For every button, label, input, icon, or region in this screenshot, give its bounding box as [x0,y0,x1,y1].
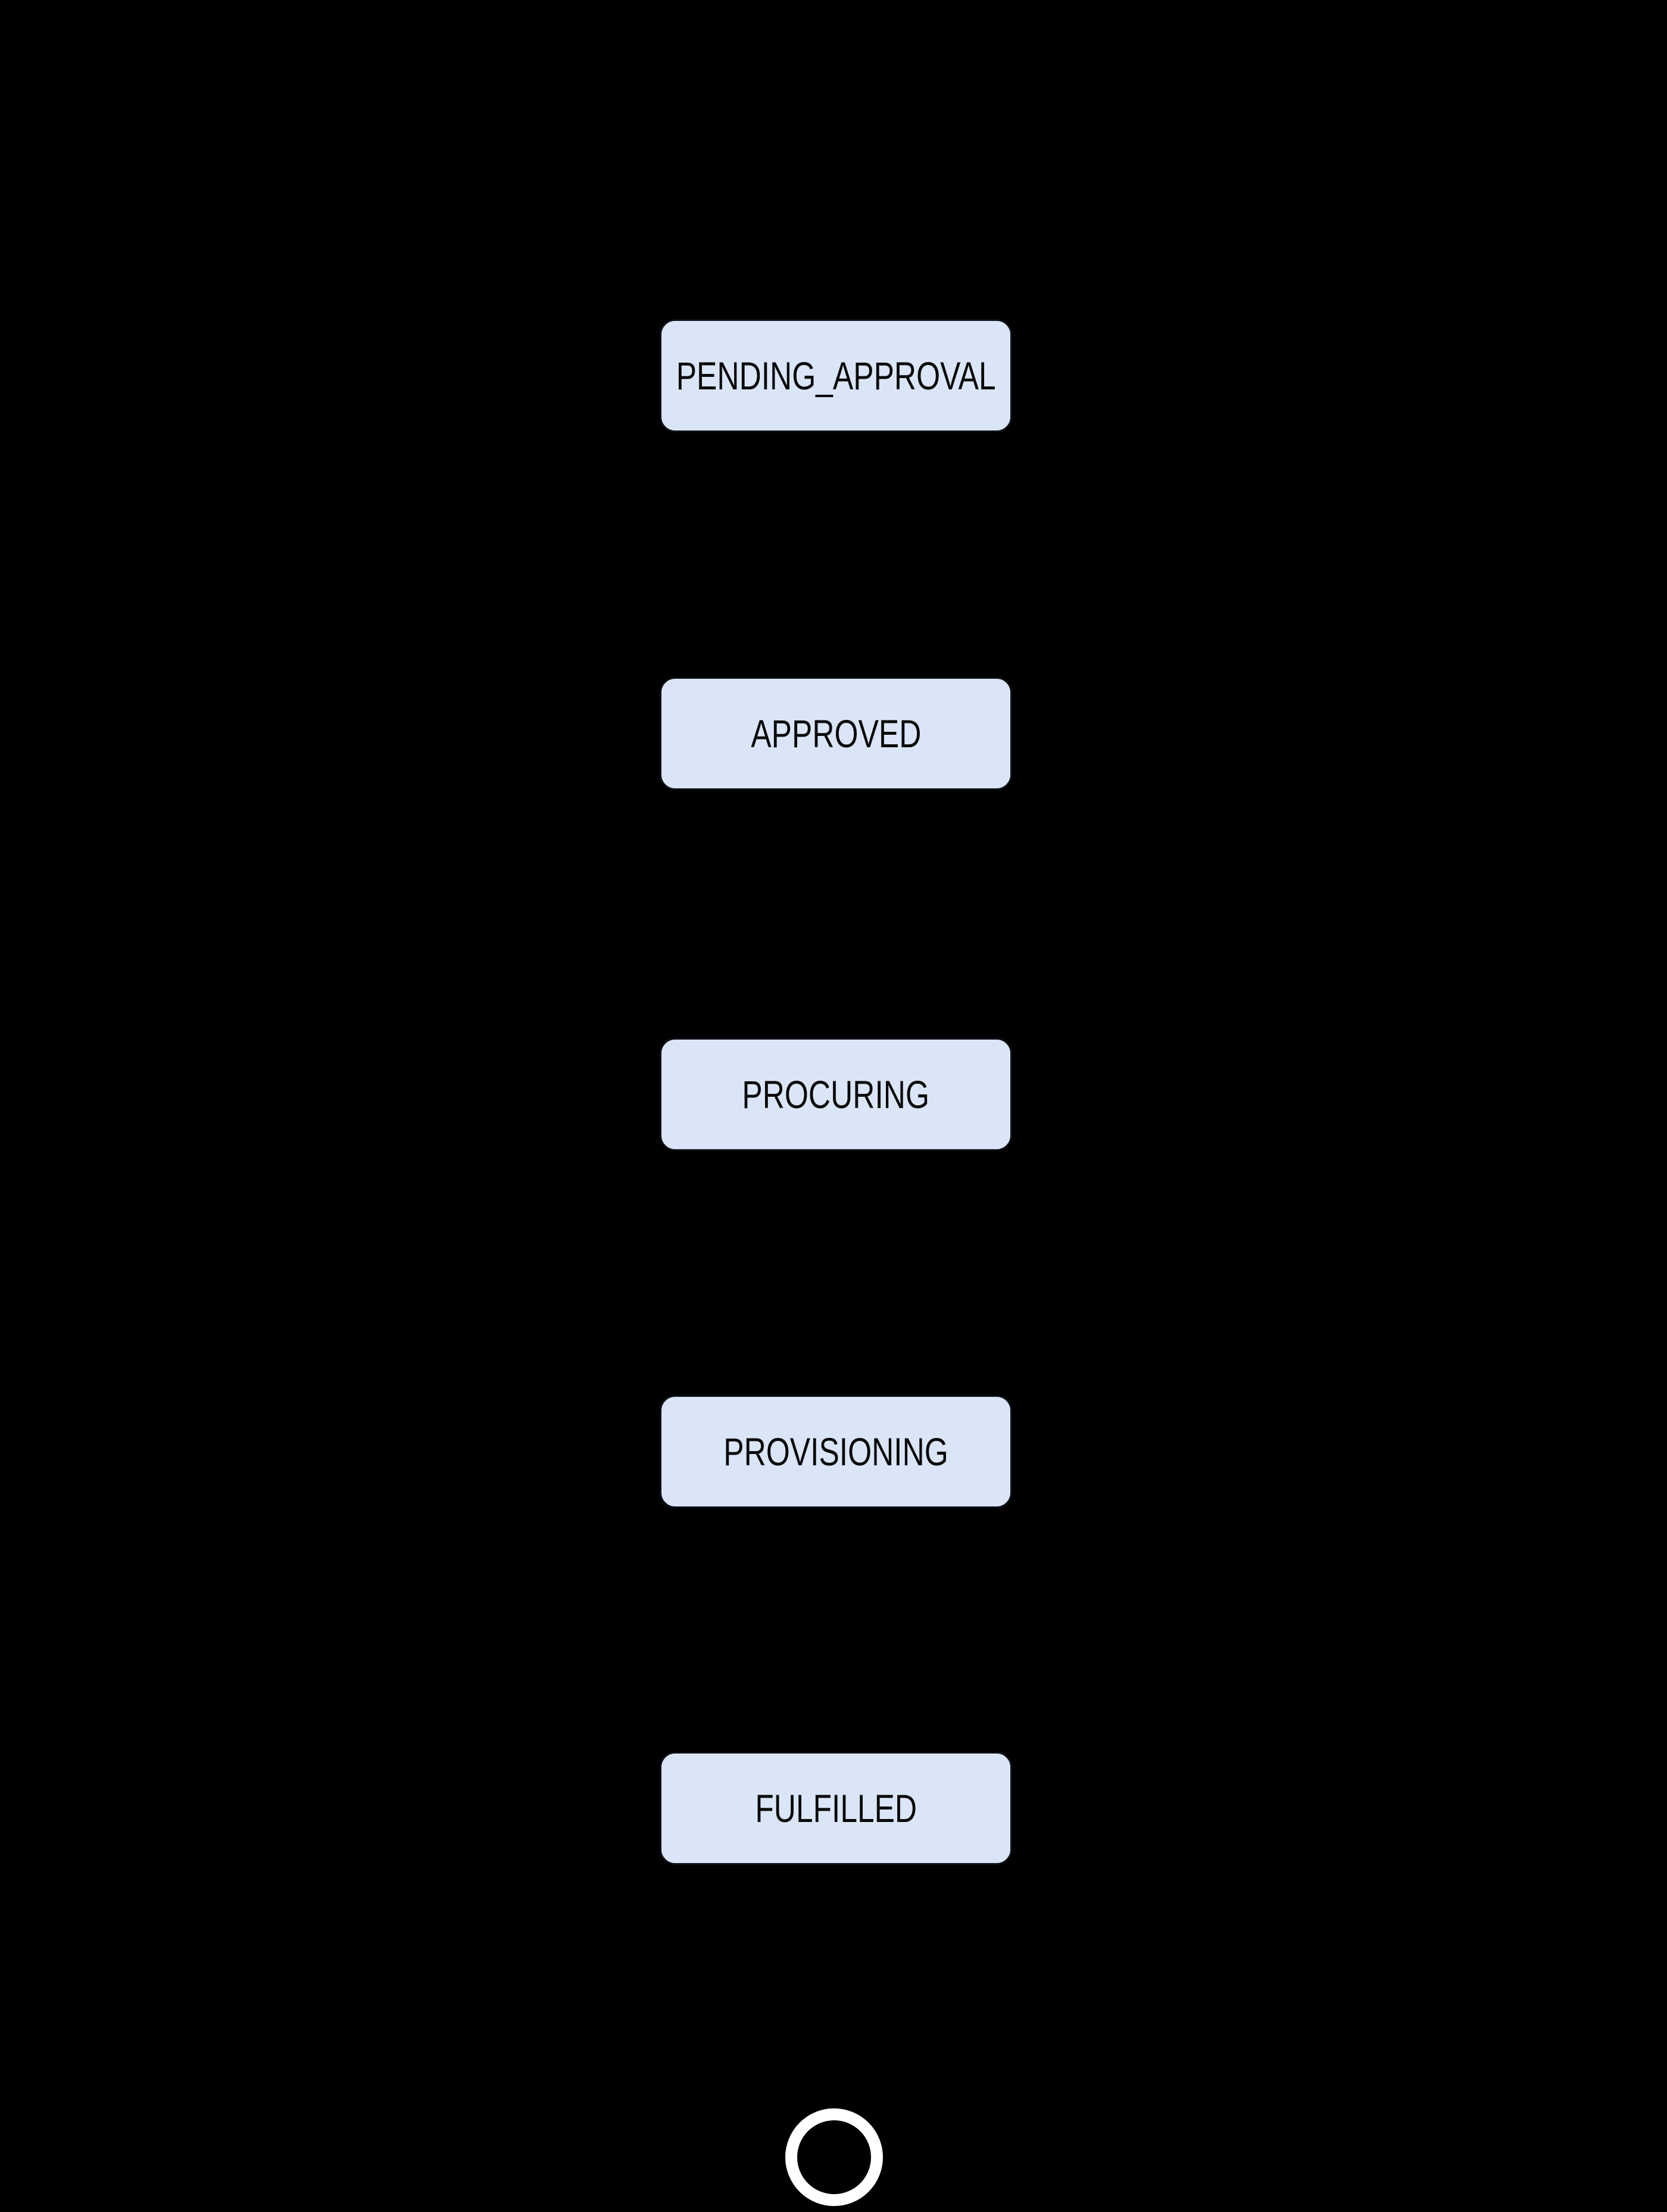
state-label: PENDING_APPROVAL [676,354,996,398]
state-label: FULFILLED [755,1786,917,1830]
state-node-approved: APPROVED [660,677,1012,790]
state-node-procuring: PROCURING [660,1038,1012,1151]
state-label: PROVISIONING [723,1430,948,1474]
end-state-ring-icon [785,2108,883,2206]
state-label: APPROVED [750,712,922,756]
state-node-fulfilled: FULFILLED [660,1752,1012,1865]
state-label: PROCURING [742,1072,930,1116]
state-node-provisioning: PROVISIONING [660,1395,1012,1508]
state-node-pending-approval: PENDING_APPROVAL [660,319,1012,432]
